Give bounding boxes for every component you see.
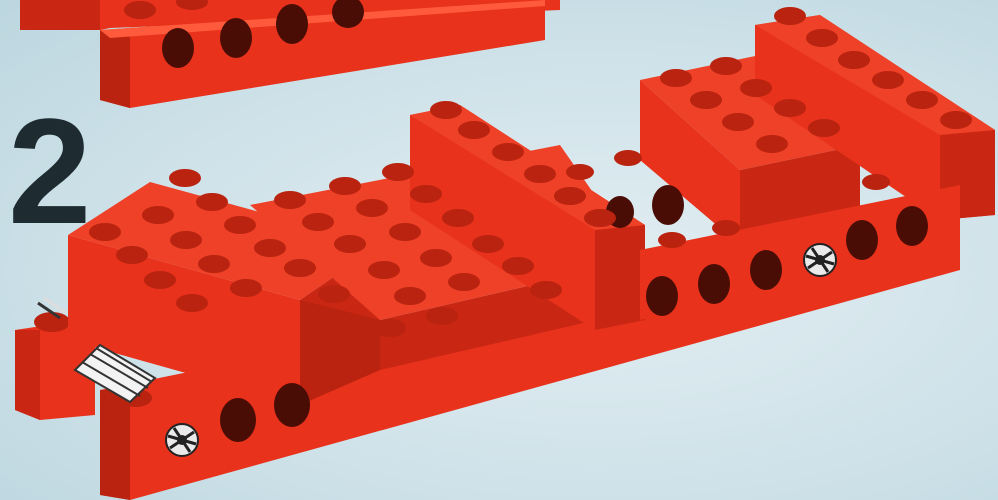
stud [712, 220, 740, 236]
stud [382, 163, 414, 181]
stud [710, 57, 742, 75]
stud [394, 287, 426, 305]
beam-hole [220, 18, 252, 58]
stud [722, 113, 754, 131]
stud [554, 187, 586, 205]
stud [808, 119, 840, 137]
stud [368, 261, 400, 279]
stud [442, 209, 474, 227]
stud [198, 255, 230, 273]
stud [420, 249, 452, 267]
stud [862, 174, 890, 190]
stud [170, 231, 202, 249]
stud [430, 101, 462, 119]
stud [584, 209, 616, 227]
beam-hole [220, 398, 256, 442]
stud [774, 7, 806, 25]
stud [756, 135, 788, 153]
stud [274, 191, 306, 209]
stud [472, 235, 504, 253]
stud [142, 206, 174, 224]
stud [334, 235, 366, 253]
stud [34, 312, 70, 332]
stud [374, 319, 406, 337]
stud [389, 223, 421, 241]
beam-hole [274, 383, 310, 427]
stud [224, 216, 256, 234]
stud [614, 150, 642, 166]
stud [806, 29, 838, 47]
beam-hole [698, 264, 730, 304]
stud [660, 69, 692, 87]
beam-hole [652, 185, 684, 225]
stud [302, 213, 334, 231]
stud [89, 223, 121, 241]
stud [144, 271, 176, 289]
stud [524, 165, 556, 183]
stud [318, 285, 350, 303]
beam-hole [750, 250, 782, 290]
stud [176, 294, 208, 312]
small-gear-icon [166, 424, 198, 456]
stud [740, 79, 772, 97]
beam-hole [646, 276, 678, 316]
stud [906, 91, 938, 109]
stud [124, 1, 156, 19]
small-gear-icon [804, 244, 836, 276]
beam-hole [896, 206, 928, 246]
beam-hole [162, 28, 194, 68]
stud [566, 164, 594, 180]
stud [329, 177, 361, 195]
stud [284, 259, 316, 277]
stud [872, 71, 904, 89]
stud [169, 169, 201, 187]
stud [502, 257, 534, 275]
stud [448, 273, 480, 291]
stud [410, 185, 442, 203]
step-number: 2 [8, 96, 91, 246]
stud [774, 99, 806, 117]
stud [940, 111, 972, 129]
stud [356, 199, 388, 217]
stud [530, 281, 562, 299]
stud [690, 91, 722, 109]
previous-step-assembly [20, 0, 560, 108]
stud [196, 193, 228, 211]
stud [254, 239, 286, 257]
beam-hole [276, 4, 308, 44]
stud [426, 307, 458, 325]
stud [492, 143, 524, 161]
stud [458, 121, 490, 139]
stud [658, 232, 686, 248]
stud [116, 246, 148, 264]
stud [838, 51, 870, 69]
stud [230, 279, 262, 297]
beam-hole [846, 220, 878, 260]
